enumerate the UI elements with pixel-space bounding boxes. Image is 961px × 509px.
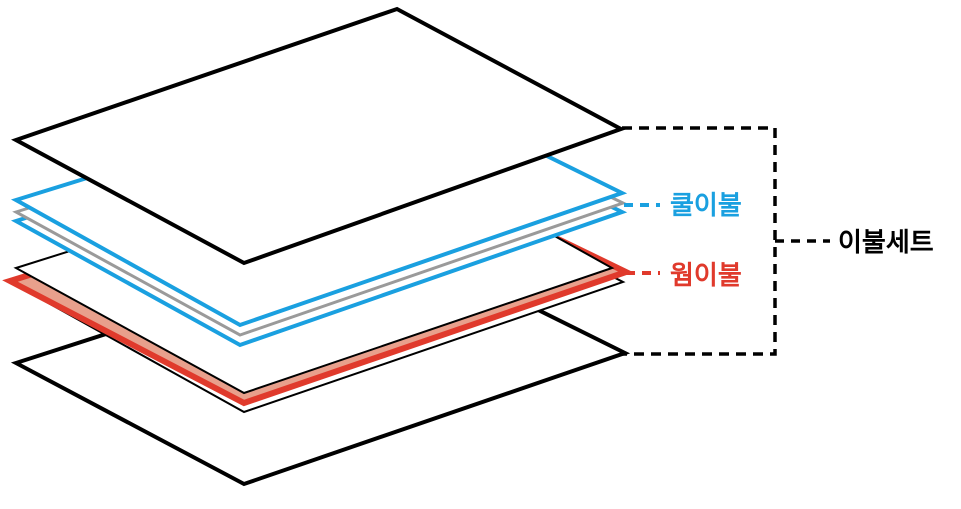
set-bracket — [622, 126, 777, 356]
cool-blanket-label: 쿨이불 — [670, 190, 742, 220]
blanket-set-label: 이불세트 — [838, 227, 934, 257]
top-sheet — [11, 6, 626, 266]
warm-blanket-label: 웜이불 — [670, 260, 742, 290]
